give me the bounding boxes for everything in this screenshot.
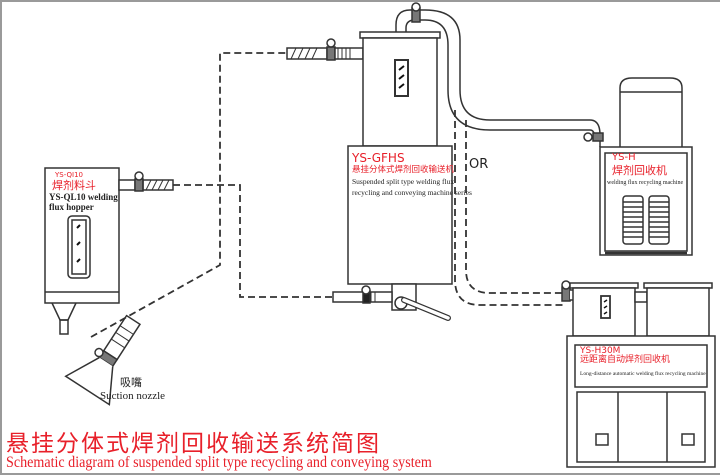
gfhs-model: YS-GFHS — [352, 151, 405, 165]
gfhs-name-cn: 悬挂分体式焊剂回收输送机 — [352, 165, 455, 175]
clamp-icon — [361, 285, 371, 295]
gfhs-name-en-1: Suspended split type welding flux — [352, 177, 455, 186]
louver-vent-icon — [622, 195, 670, 245]
ys-h30m-unit — [561, 280, 716, 468]
h30m-name-en: Long-distance automatic welding flux rec… — [580, 371, 706, 377]
ys-h-name-cn: 焊剂回收机 — [612, 164, 667, 177]
gfhs-unit — [332, 31, 453, 321]
flux-hopper — [44, 167, 120, 335]
ys-h-model: YS-H — [612, 152, 636, 163]
sight-glass-icon — [76, 224, 81, 263]
h30m-name-cn: 远距离自动焊剂回收机 — [580, 355, 671, 365]
ys-h-unit — [599, 77, 693, 256]
hopper-outlet-pipe — [118, 171, 174, 192]
clamp-icon — [561, 280, 571, 290]
clamp-icon — [134, 171, 144, 181]
gfhs-inlet-pipe — [286, 38, 364, 61]
sight-glass-icon — [398, 65, 405, 89]
or-label: OR — [469, 157, 489, 172]
connecting-hose — [395, 2, 604, 147]
diagram-title-en: Schematic diagram of suspended split typ… — [6, 454, 432, 471]
dashed-conveying-lines — [90, 52, 565, 338]
hopper-name-en-2: flux hopper — [49, 202, 94, 212]
hopper-model: YS-QI10 — [55, 171, 83, 179]
clamp-icon — [411, 2, 421, 12]
switch-icon — [681, 433, 695, 446]
switch-icon — [595, 433, 609, 446]
nozzle-name-en: Suction nozzle — [100, 390, 166, 402]
ys-h-name-en: welding flux recycling machine — [607, 180, 684, 186]
gfhs-name-en-2: recycling and conveying machine series — [352, 188, 472, 197]
sight-glass-icon — [603, 299, 608, 315]
clamp-icon — [326, 38, 336, 48]
clamp-icon — [583, 132, 593, 142]
hopper-name-cn: 焊剂料斗 — [52, 179, 96, 192]
suction-nozzle — [64, 314, 142, 406]
hopper-name-en-1: YS-QL10 welding — [49, 192, 118, 202]
clamp-icon — [94, 347, 104, 358]
nozzle-name-cn: 吸嘴 — [120, 376, 142, 389]
h30m-model: YS-H30M — [580, 346, 621, 356]
diagram-title-cn: 悬挂分体式焊剂回收输送系统简图 — [6, 431, 381, 457]
